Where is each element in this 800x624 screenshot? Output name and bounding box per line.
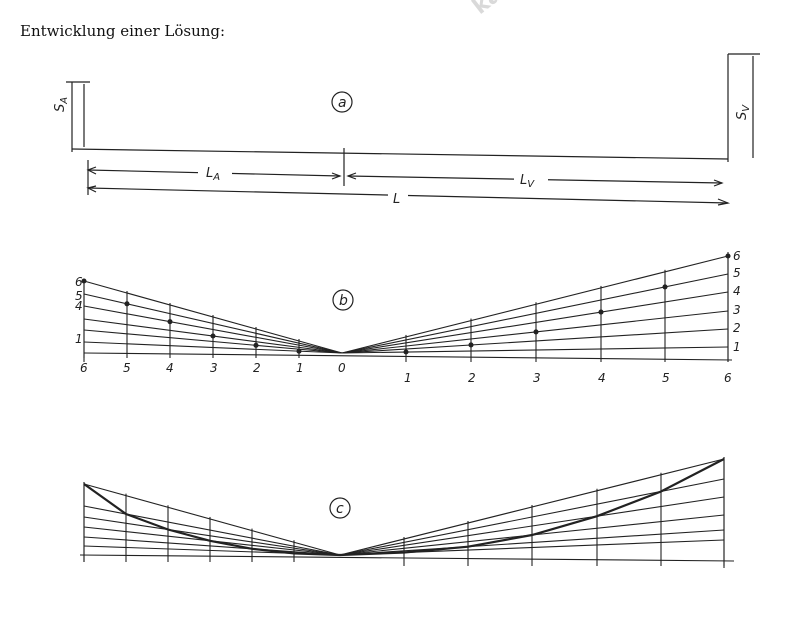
tick-label-bottom-right: 4 bbox=[598, 371, 606, 385]
label-l-gap bbox=[388, 190, 408, 206]
curve-point bbox=[403, 349, 409, 355]
tick-label-right-side: 4 bbox=[733, 284, 741, 298]
tick-label-bottom-right: 5 bbox=[662, 371, 670, 385]
baseline bbox=[83, 352, 733, 361]
panel-c-marker-circle bbox=[329, 497, 351, 519]
curve-point bbox=[662, 284, 668, 290]
curve-point bbox=[81, 278, 87, 284]
tick-label-left-side: 1 bbox=[75, 332, 83, 346]
arrowhead bbox=[346, 172, 357, 180]
curve-point bbox=[725, 253, 731, 259]
arrowhead bbox=[86, 185, 97, 193]
label-lv-gap bbox=[514, 171, 548, 187]
panel-b-marker-circle bbox=[332, 289, 354, 311]
tick-label-right-side: 5 bbox=[733, 266, 741, 280]
panel-c bbox=[79, 457, 735, 568]
resulting-curve bbox=[83, 458, 725, 557]
curve-point bbox=[296, 348, 302, 354]
label-sa: SA bbox=[53, 97, 70, 112]
tick-label-bottom-left: 3 bbox=[210, 361, 218, 375]
tick-label-bottom-right: 1 bbox=[404, 371, 412, 385]
tick-label-bottom-left: 4 bbox=[166, 361, 174, 375]
tick-label-right-side: 6 bbox=[733, 249, 741, 263]
curve-point bbox=[210, 333, 216, 339]
page-heading: Entwicklung einer Lösung: bbox=[20, 22, 226, 40]
baseline bbox=[79, 554, 735, 562]
fan-line-left bbox=[83, 483, 341, 556]
fan-line-right bbox=[341, 255, 729, 354]
tick-label-bottom-left: 2 bbox=[253, 361, 261, 375]
fan-line-right bbox=[341, 346, 729, 354]
label-l: L bbox=[393, 192, 400, 207]
tick-label-bottom-left: 6 bbox=[80, 361, 88, 375]
fan-line-right bbox=[341, 291, 729, 354]
tick-label-left-side: 6 bbox=[75, 275, 83, 289]
fan-line-left bbox=[83, 536, 341, 556]
tick-label-right-side: 1 bbox=[733, 340, 741, 354]
fan-line-left bbox=[83, 516, 341, 556]
arrowhead bbox=[86, 166, 97, 175]
label-la: LA bbox=[206, 166, 220, 183]
tick-label-bottom-left: 5 bbox=[123, 361, 131, 375]
label-la-gap bbox=[198, 164, 232, 180]
tick-label-left-side: 4 bbox=[75, 299, 83, 313]
panel-a-marker: a bbox=[338, 95, 347, 111]
tick-label-bottom-right: 2 bbox=[468, 371, 476, 385]
tick-label-bottom-left: 0 bbox=[338, 361, 346, 375]
label-sv: SV bbox=[735, 104, 752, 120]
panel-b-marker: b bbox=[339, 293, 348, 309]
label-lv: LV bbox=[520, 173, 535, 190]
curve-point bbox=[468, 342, 474, 348]
arrowhead bbox=[717, 198, 731, 206]
curve-point bbox=[124, 301, 130, 307]
tick-label-right-side: 3 bbox=[733, 303, 741, 317]
tick-label-left-side: 5 bbox=[75, 289, 83, 303]
tick-label-bottom-left: 1 bbox=[296, 361, 304, 375]
panel-c-marker: c bbox=[336, 501, 344, 517]
arrowhead bbox=[331, 172, 342, 180]
curve-point bbox=[167, 319, 173, 325]
tick-label-bottom-right: 3 bbox=[533, 371, 541, 385]
panel-a-labels: a SA SV LA LV L bbox=[53, 95, 752, 207]
tick-label-bottom-right: 6 bbox=[724, 371, 732, 385]
tick-label-right-side: 2 bbox=[733, 321, 741, 335]
panel-a-marker-circle bbox=[331, 91, 353, 113]
arrowhead bbox=[713, 179, 724, 187]
curve-point bbox=[253, 342, 259, 348]
curve-point bbox=[598, 309, 604, 315]
curve-point bbox=[533, 329, 539, 335]
panel-b bbox=[81, 252, 733, 362]
span-line bbox=[71, 148, 729, 160]
panel-a bbox=[66, 53, 760, 206]
